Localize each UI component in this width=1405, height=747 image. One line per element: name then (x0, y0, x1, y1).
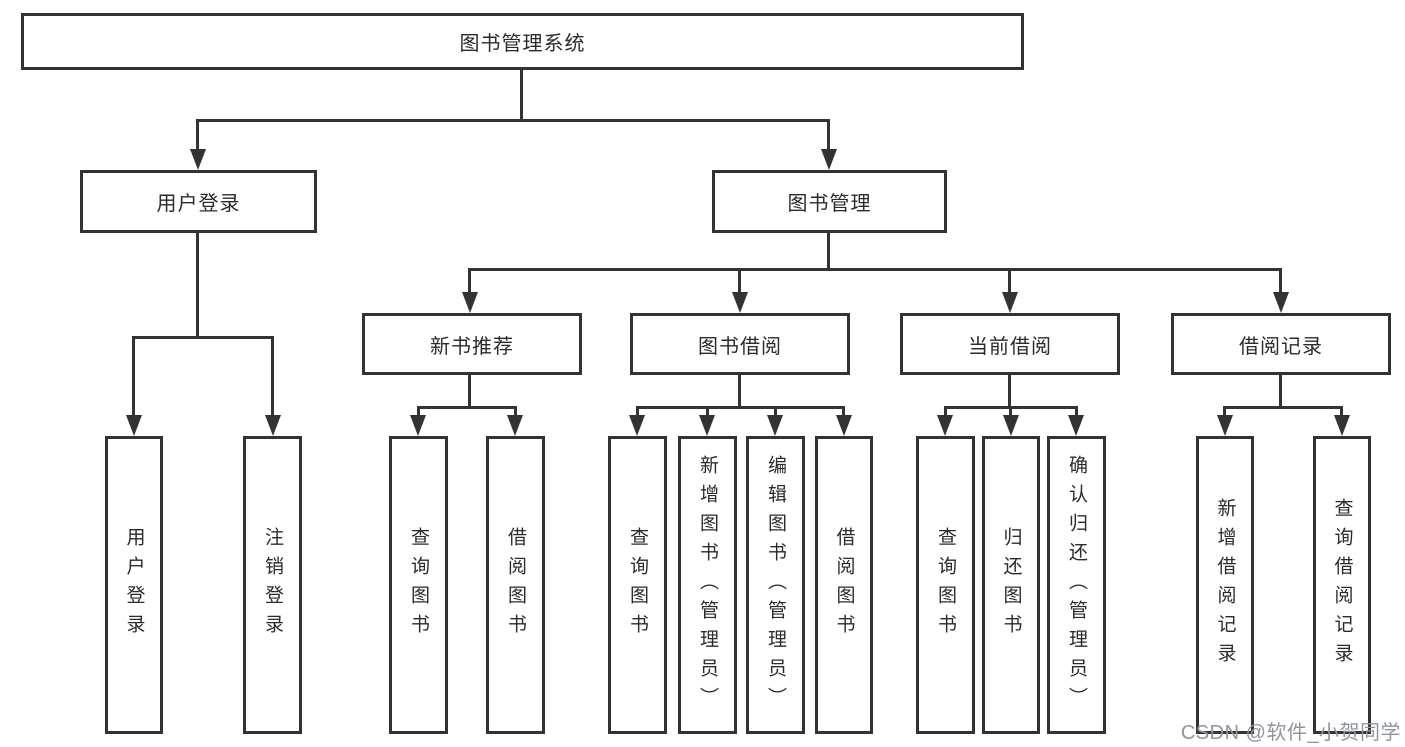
node-borrow-records: 借阅记录 (1171, 313, 1391, 375)
connector-cb-stem (1008, 374, 1011, 409)
connector-userlogin-bar (132, 336, 274, 339)
leaf-label: 编辑图书（管理员） (765, 454, 786, 716)
leaf-bb-add-books-admin: 新增图书（管理员） (678, 436, 737, 734)
leaf-label: 新增借阅记录 (1214, 498, 1236, 672)
leaf-logout: 注销登录 (243, 436, 302, 734)
leaf-label: 注销登录 (262, 527, 283, 643)
connector-br-shaft-2 (1340, 406, 1343, 418)
arrowhead-user-login (190, 149, 206, 170)
arrowhead-rec-query-books (410, 415, 426, 436)
arrowhead-new-book-recommend (462, 292, 478, 313)
connector-cb-shaft-2 (1009, 406, 1012, 418)
connector-rec-shaft-2 (514, 406, 517, 418)
arrowhead-cb-confirm-return (1068, 415, 1084, 436)
leaf-label: 用户登录 (123, 527, 145, 643)
arrowhead-book-management (821, 149, 837, 170)
node-current-borrow: 当前借阅 (900, 313, 1120, 375)
leaf-label: 归还图书 (1000, 527, 1022, 643)
leaf-br-query-record: 查询借阅记录 (1313, 436, 1371, 734)
connector-bookmgmt-shaft-2 (738, 268, 741, 297)
node-new-book-recommend: 新书推荐 (362, 313, 582, 375)
leaf-label: 查询图书 (935, 527, 956, 643)
leaf-cb-confirm-return-admin: 确认归还（管理员） (1047, 436, 1106, 734)
connector-userlogin-shaft-1 (132, 336, 135, 418)
connector-cb-shaft-3 (1075, 406, 1078, 418)
connector-bookmgmt-shaft-3 (1008, 268, 1011, 297)
arrowhead-leaf-user-login (126, 415, 142, 436)
arrowhead-borrow-records (1273, 292, 1289, 313)
csdn-watermark: CSDN @软件_小贺同学 (1180, 722, 1401, 744)
node-label: 新书推荐 (430, 335, 514, 358)
node-library-system: 图书管理系统 (21, 13, 1024, 70)
leaf-br-add-record: 新增借阅记录 (1196, 436, 1254, 734)
connector-rec-stem (468, 374, 471, 409)
connector-bb-shaft-4 (842, 406, 845, 418)
connector-rec-bar (417, 406, 517, 409)
leaf-rec-query-books: 查询图书 (389, 436, 448, 734)
connector-userlogin-stem (196, 233, 199, 337)
connector-bb-shaft-1 (636, 406, 639, 418)
connector-root-shaft-right (827, 119, 830, 155)
connector-bookmgmt-stem (827, 233, 830, 271)
node-label: 图书管理 (787, 193, 872, 215)
node-label: 借阅记录 (1239, 335, 1323, 358)
arrowhead-bb-borrow-books (836, 415, 852, 436)
connector-root-stem (520, 69, 523, 119)
connector-bb-shaft-3 (774, 406, 777, 418)
leaf-label: 借阅图书 (833, 527, 855, 643)
leaf-bb-edit-books-admin: 编辑图书（管理员） (746, 436, 805, 734)
connector-br-shaft-1 (1223, 406, 1226, 418)
leaf-label: 借阅图书 (505, 527, 526, 643)
node-book-management: 图书管理 (712, 170, 947, 233)
arrowhead-cb-query-books (937, 415, 953, 436)
node-label: 图书管理系统 (459, 33, 586, 55)
leaf-cb-return-books: 归还图书 (982, 436, 1040, 734)
leaf-label: 查询借阅记录 (1331, 498, 1353, 672)
arrowhead-br-add-record (1217, 415, 1233, 436)
node-user-login: 用户登录 (80, 170, 317, 233)
leaf-bb-query-books: 查询图书 (608, 436, 667, 734)
connector-root-shaft-left (196, 119, 199, 155)
arrowhead-rec-borrow-books (507, 415, 523, 436)
connector-bb-bar (636, 406, 845, 409)
leaf-label: 查询图书 (408, 527, 429, 643)
leaf-label: 新增图书（管理员） (697, 454, 718, 716)
connector-bookmgmt-shaft-1 (468, 268, 471, 297)
arrowhead-br-query-record (1334, 415, 1350, 436)
arrowhead-cb-return-books (1003, 415, 1019, 436)
leaf-label: 确认归还（管理员） (1066, 454, 1087, 716)
connector-bb-shaft-2 (706, 406, 709, 418)
leaf-label: 查询图书 (627, 527, 648, 643)
leaf-bb-borrow-books: 借阅图书 (815, 436, 873, 734)
connector-bb-stem (738, 374, 741, 409)
arrowhead-bb-edit-books (767, 415, 783, 436)
connector-bookmgmt-bar (468, 268, 1282, 271)
connector-userlogin-shaft-2 (271, 336, 274, 418)
node-label: 当前借阅 (968, 335, 1052, 358)
connector-root-bar (196, 119, 830, 122)
arrowhead-leaf-logout (265, 415, 281, 436)
arrowhead-current-borrow (1002, 292, 1018, 313)
connector-br-bar (1223, 406, 1343, 409)
node-label: 用户登录 (156, 193, 241, 215)
connector-br-stem (1279, 374, 1282, 409)
connector-cb-shaft-1 (944, 406, 947, 418)
connector-rec-shaft-1 (417, 406, 420, 418)
arrowhead-book-borrow (732, 292, 748, 313)
node-book-borrow: 图书借阅 (630, 313, 850, 375)
connector-bookmgmt-shaft-4 (1279, 268, 1282, 297)
arrowhead-bb-add-books (699, 415, 715, 436)
arrowhead-bb-query-books (629, 415, 645, 436)
leaf-user-login: 用户登录 (105, 436, 163, 734)
leaf-cb-query-books: 查询图书 (916, 436, 975, 734)
leaf-rec-borrow-books: 借阅图书 (486, 436, 545, 734)
node-label: 图书借阅 (698, 335, 782, 358)
